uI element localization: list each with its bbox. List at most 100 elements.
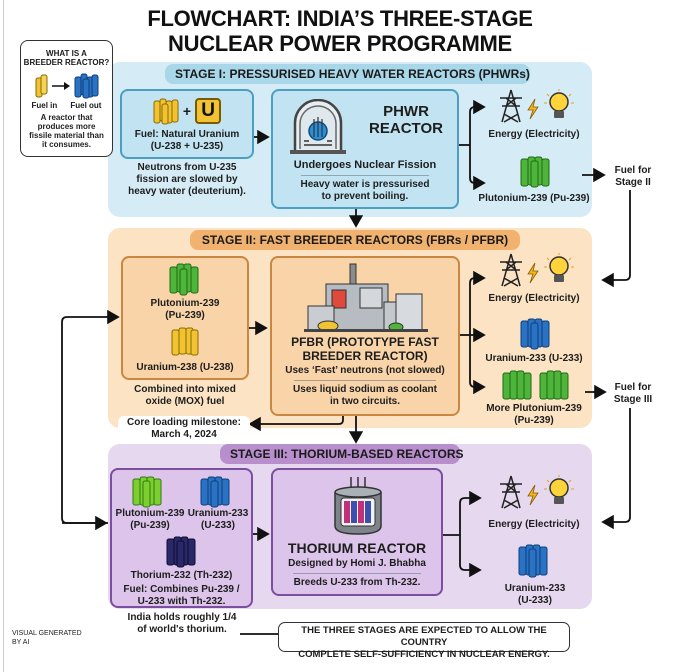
fuel-for-line: Fuel for (614, 165, 652, 176)
fuel-in-label: Fuel in (31, 101, 58, 110)
thorium-reactor-breeds-text: Breeds U-233 from Th-232. (293, 577, 421, 588)
stage-3-u233-label: Uranium-233 (U-233) (184, 508, 252, 532)
pfbr-title-line: PFBR (PROTOTYPE FAST (291, 335, 439, 349)
arrow-fuel-stage-3-return (601, 408, 631, 530)
light-bulb-icon (544, 89, 574, 118)
stage-3-fuel-box: Plutonium-239 (Pu-239) Uranium-233 (U-23… (110, 468, 253, 608)
stage-2-mox-note: Combined into mixed oxide (MOX) fuel (115, 384, 255, 408)
divider (294, 380, 436, 381)
credit-line: VISUAL GENERATED (12, 630, 82, 637)
phwr-text-line: Heavy water is pressurised (300, 179, 430, 190)
breeder-heading: WHAT IS A BREEDER REACTOR? (21, 49, 112, 67)
stage-1-plutonium-label: Plutonium-239 (Pu-239) (478, 193, 590, 204)
plus-sign: + (182, 103, 192, 119)
plutonium-fuel-rods-icon (520, 156, 550, 188)
breeder-labels: Fuel in Fuel out (21, 101, 112, 110)
combo-line: Fuel: Combines Pu-239 / (123, 584, 240, 595)
fuel-note-line: Neutrons from U-235 (137, 162, 237, 173)
thorium-reserves-note: India holds roughly 1/4 of world's thori… (112, 612, 252, 636)
lightning-bolt-icon (527, 262, 539, 284)
thorium-reactor-box: THORIUM REACTOR Designed by Homi J. Bhab… (271, 468, 443, 596)
pu-label-line: Plutonium-239 (115, 508, 185, 519)
fuel-label-line: (U-238 + U-235) (150, 141, 224, 152)
mox-note-line: oxide (MOX) fuel (145, 396, 225, 407)
combo-line: U-233 with Th-232. (137, 596, 226, 607)
pfbr-plant-building-icon (304, 263, 428, 332)
stage-3-u233-output-label: Uranium-233 (U-233) (490, 583, 580, 607)
plutonium-fuel-rods-icon (169, 263, 199, 296)
stage-1-fuel-note: Neutrons from U-235 fission are slowed b… (114, 162, 260, 198)
thorium-reactor-vessel-icon (334, 477, 382, 535)
fuel-out-label: Fuel out (70, 101, 102, 110)
divider (293, 573, 421, 574)
uranium-fuel-rods-icon (171, 327, 199, 356)
fuel-note-line: fission are slowed by (136, 174, 238, 185)
stage-2-u238-label: Uranium-238 (U-238) (136, 362, 234, 373)
u233-label-line: Uranium-233 (187, 508, 249, 519)
power-pylon-icon (500, 475, 522, 509)
fuel-rods-blue-icon (74, 73, 98, 99)
phwr-heavy-water-text: Heavy water is pressurised to prevent bo… (273, 179, 457, 203)
pu-label-line: Plutonium-239 (150, 298, 220, 309)
stage-1-energy-label: Energy (Electricity) (488, 129, 580, 140)
pfbr-sodium-text: Uses liquid sodium as coolant in two cir… (272, 384, 458, 408)
conclusion-line: THE THREE STAGES ARE EXPECTED TO ALLOW T… (301, 625, 547, 648)
phwr-text-line: to prevent boiling. (321, 191, 409, 202)
page-left-border (3, 0, 4, 672)
pfbr-title-line: BREEDER REACTOR) (302, 349, 428, 363)
uranium-fuel-rods-icon (153, 98, 179, 125)
arrow-right-icon (51, 82, 70, 90)
uranium-element-chip: U (195, 98, 222, 124)
stage-1-fuel-label: Fuel: Natural Uranium (U-238 + U-235) (122, 129, 252, 153)
conclusion-callout: THE THREE STAGES ARE EXPECTED TO ALLOW T… (278, 622, 570, 660)
milestone-line: Core loading milestone: (127, 417, 241, 428)
pfbr-text-line: Uses liquid sodium as coolant (293, 384, 437, 395)
stage-1-fuel-icons: + U (122, 97, 252, 125)
breeder-heading-line-2: BREEDER REACTOR? (23, 58, 110, 67)
more-pu-line: More Plutonium-239 (486, 403, 582, 414)
pfbr-title: PFBR (PROTOTYPE FAST BREEDER REACTOR) (272, 335, 458, 363)
stage-3-thorium-label: Thorium-232 (Th-232) (130, 570, 233, 581)
u233-fuel-rods-icon (200, 476, 230, 508)
pfbr-reactor-box: PFBR (PROTOTYPE FAST BREEDER REACTOR) Us… (270, 256, 460, 416)
stage-2-banner: STAGE II: FAST BREEDER REACTORS (FBRs / … (190, 230, 520, 250)
thorium-note-line: India holds roughly 1/4 (127, 612, 237, 623)
title-line-2: NUCLEAR POWER PROGRAMME (168, 31, 512, 56)
stage-2-u233-label: Uranium-233 (U-233) (485, 353, 583, 364)
breeder-desc-line: A reactor that (40, 113, 93, 122)
lightning-bolt-icon (527, 484, 539, 506)
phwr-title-line: PHWR (383, 103, 429, 120)
more-plutonium-fuel-rods-icon (502, 370, 569, 400)
stage-3-energy-label: Energy (Electricity) (488, 519, 580, 530)
plutonium-fuel-rods-icon (132, 476, 162, 508)
fuel-for-line: Fuel for (614, 382, 652, 393)
stage-2-more-pu-label: More Plutonium-239 (Pu-239) (478, 403, 590, 427)
stage-3-fuel-combo-text: Fuel: Combines Pu-239 / U-233 with Th-23… (112, 584, 251, 608)
ai-generated-credit: VISUAL GENERATED BY AI (12, 629, 82, 647)
thorium-reactor-title: THORIUM REACTOR (287, 540, 427, 556)
u233-fuel-rods-icon (520, 318, 550, 350)
fuel-for-stage-2-label: Fuel for Stage II (608, 165, 658, 189)
phwr-reactor-dome-icon (290, 99, 346, 154)
stage-2-pu-label: Plutonium-239 (Pu-239) (123, 298, 247, 322)
breeder-reactor-explainer: WHAT IS A BREEDER REACTOR? Fuel in Fuel … (20, 40, 113, 157)
stage-1-energy-icons (496, 88, 586, 126)
thorium-note-line: of world's thorium. (137, 624, 227, 635)
fuel-for-line: Stage II (615, 177, 651, 188)
phwr-fission-text: Undergoes Nuclear Fission (293, 159, 437, 171)
page-title: FLOWCHART: INDIA’S THREE-STAGE NUCLEAR P… (120, 6, 560, 56)
fuel-note-line: heavy water (deuterium). (128, 186, 246, 197)
breeder-heading-line-1: WHAT IS A (46, 49, 87, 58)
power-pylon-icon (500, 253, 522, 287)
phwr-title-line: REACTOR (369, 120, 443, 137)
stage-2-energy-icons (496, 252, 586, 290)
more-pu-line: (Pu-239) (514, 415, 554, 426)
stage-2-fuel-box: Plutonium-239 (Pu-239) Uranium-238 (U-23… (121, 256, 249, 380)
breeder-description: A reactor that produces more fissile mat… (21, 113, 112, 149)
stage-3-energy-icons (496, 474, 586, 512)
u233-fuel-rods-icon (518, 544, 548, 578)
fuel-for-line: Stage III (613, 394, 653, 405)
u233-output-line: Uranium-233 (504, 583, 566, 594)
phwr-reactor-box: PHWR REACTOR Undergoes Nuclear Fission H… (271, 89, 459, 209)
light-bulb-icon (544, 253, 574, 282)
